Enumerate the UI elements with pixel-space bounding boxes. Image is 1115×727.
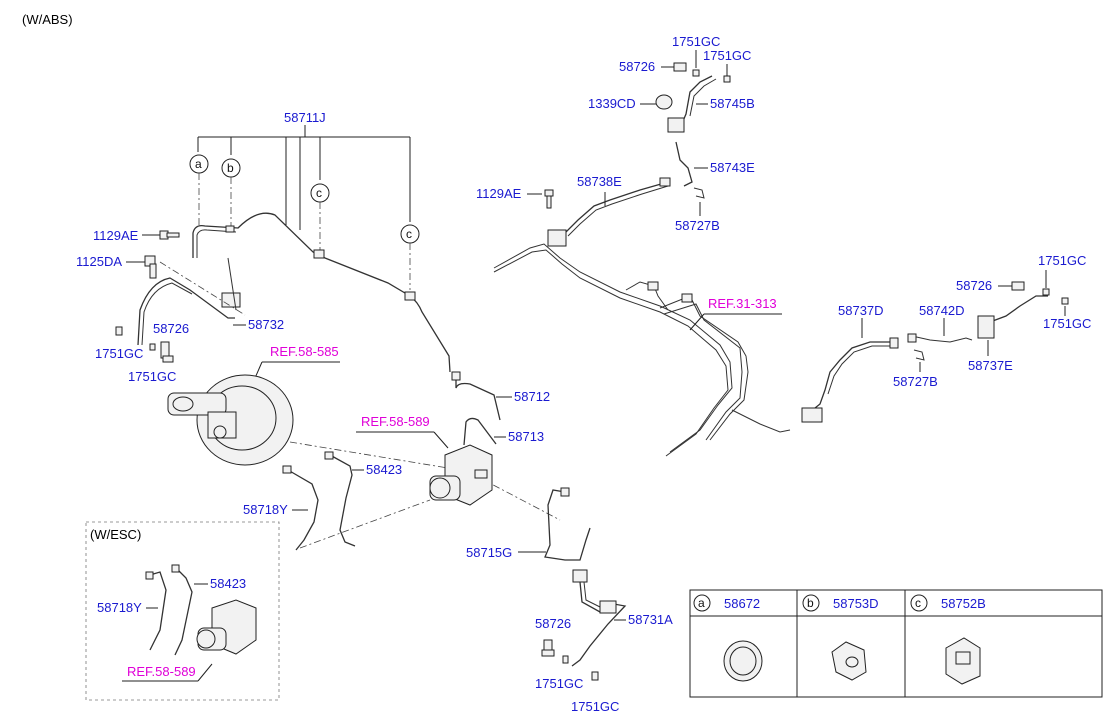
label-1129ae-top: 1129AE <box>476 186 522 201</box>
esc-hecu-unit <box>196 599 257 655</box>
bolt-58726-top <box>673 62 687 72</box>
svg-text:58753D: 58753D <box>833 596 879 611</box>
label-58738e: 58738E <box>577 174 622 189</box>
label-58726-right: 58726 <box>956 278 992 293</box>
clip-58727b-top <box>693 187 705 199</box>
label-58737e: 58737E <box>968 358 1013 373</box>
ref-58-589-esc[interactable]: REF.58-589 <box>127 664 196 679</box>
label-58737d: 58737D <box>838 303 884 318</box>
esc-inset-box <box>85 521 280 701</box>
ref-58-589-main[interactable]: REF.58-589 <box>361 414 430 429</box>
bolt-58726-left <box>160 341 174 363</box>
label-58718y-main: 58718Y <box>243 502 288 517</box>
circle-callout-c-1: c <box>310 183 330 250</box>
svg-text:b: b <box>227 161 234 175</box>
variant-title: (W/ABS) <box>22 12 73 27</box>
svg-text:c: c <box>316 186 322 200</box>
label-58726-top: 58726 <box>619 59 655 74</box>
svg-text:58672: 58672 <box>724 596 760 611</box>
svg-text:c: c <box>406 227 412 241</box>
callout-58711j-leader <box>197 125 411 230</box>
washer-1751gc-left <box>115 326 156 351</box>
label-58712: 58712 <box>514 389 550 404</box>
bolt-1129ae-left <box>159 230 180 240</box>
esc-inset-title: (W/ESC) <box>90 527 141 542</box>
label-58731a: 58731A <box>628 612 673 627</box>
label-1125da: 1125DA <box>76 254 122 269</box>
circle-callout-a: a <box>189 154 209 226</box>
label-58718y-esc: 58718Y <box>97 600 142 615</box>
circle-callout-c-2: c <box>400 224 420 290</box>
svg-text:c: c <box>915 596 921 610</box>
pipe-58713 <box>463 417 497 446</box>
label-1751gc-left-a: 1751GC <box>95 346 143 361</box>
pipe-58742d <box>907 333 973 343</box>
label-1751gc-left-b: 1751GC <box>128 369 176 384</box>
hose-58731a <box>571 569 627 667</box>
bolt-58726-bottom <box>541 639 555 657</box>
washer-1751gc-top <box>692 69 731 83</box>
label-58423-main: 58423 <box>366 462 402 477</box>
bolt-1125da <box>144 255 157 279</box>
label-1751gc-top-b: 1751GC <box>703 48 751 63</box>
label-1751gc-right-a: 1751GC <box>1038 253 1086 268</box>
pipe-58423-main <box>324 451 356 547</box>
hose-58737e <box>977 295 1048 339</box>
grommet-58672 <box>723 640 763 682</box>
brake-booster <box>167 374 294 466</box>
pipe-58718y-main <box>282 465 319 551</box>
pipe-58715g <box>544 487 591 561</box>
hose-58732 <box>137 257 246 346</box>
label-58713: 58713 <box>508 429 544 444</box>
bolt-58726-right <box>1011 281 1025 291</box>
svg-text:58752B: 58752B <box>941 596 986 611</box>
label-1339cd: 1339CD <box>588 96 636 111</box>
hose-58737d <box>801 337 899 423</box>
washer-1751gc-bottom <box>562 655 599 681</box>
label-58727b-top: 58727B <box>675 218 720 233</box>
label-58745b: 58745B <box>710 96 755 111</box>
clip-58727b-right <box>913 349 925 361</box>
label-58727b-right: 58727B <box>893 374 938 389</box>
label-58715g: 58715G <box>466 545 512 560</box>
label-1751gc-bottom-a: 1751GC <box>535 676 583 691</box>
label-58732: 58732 <box>248 317 284 332</box>
pipe-58743e <box>675 141 693 187</box>
legend-item-c: c 58752B <box>910 594 986 685</box>
svg-text:a: a <box>195 157 202 171</box>
ref-58-585[interactable]: REF.58-585 <box>270 344 339 359</box>
clip-58753d <box>831 641 867 681</box>
label-1751gc-right-b: 1751GC <box>1043 316 1091 331</box>
label-1751gc-top-a: 1751GC <box>672 34 720 49</box>
floor-pipe-bundle <box>493 243 791 457</box>
legend-item-b: b 58753D <box>802 594 879 681</box>
label-1751gc-bottom-b: 1751GC <box>571 699 619 714</box>
label-58743e: 58743E <box>710 160 755 175</box>
pipe-58712 <box>451 371 501 421</box>
hose-58745b <box>667 75 717 133</box>
clip-58752b <box>945 637 981 685</box>
legend-item-a: a 58672 <box>693 594 763 682</box>
bolt-1129ae-top <box>544 189 554 209</box>
legend-table <box>689 589 1103 698</box>
nut-1339cd <box>655 94 673 110</box>
hecu-unit <box>429 444 493 506</box>
esc-pipes <box>145 564 193 656</box>
label-58711j: 58711J <box>284 110 326 125</box>
ref-31-313[interactable]: REF.31-313 <box>708 296 777 311</box>
label-58742d: 58742D <box>919 303 965 318</box>
washer-1751gc-right <box>1042 288 1069 305</box>
main-brake-pipe <box>192 212 451 373</box>
label-58726-left: 58726 <box>153 321 189 336</box>
label-58423-esc: 58423 <box>210 576 246 591</box>
svg-text:b: b <box>807 596 814 610</box>
hose-58738e <box>547 177 671 247</box>
label-58726-bottom: 58726 <box>535 616 571 631</box>
svg-text:a: a <box>698 596 705 610</box>
label-1129ae-left: 1129AE <box>93 228 139 243</box>
circle-callout-b: b <box>221 158 241 226</box>
